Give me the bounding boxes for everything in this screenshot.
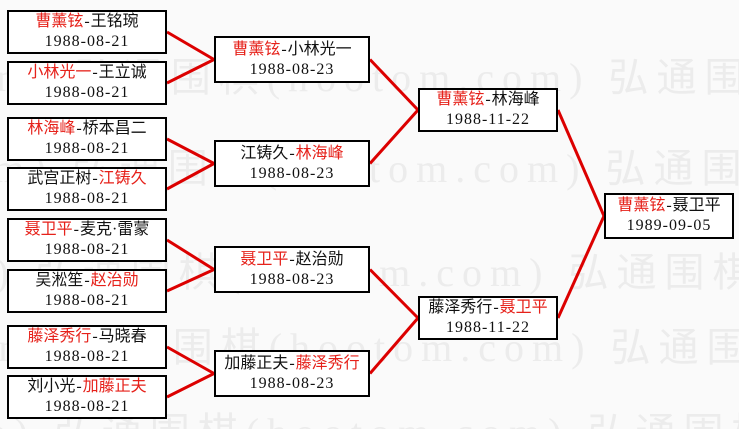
match-players: 曹薰铉-林海峰 <box>436 90 539 110</box>
watermark-text: 弘通围棋(hootom.com) 弘通围棋(hootom.com) 弘通围棋(h… <box>0 400 739 429</box>
match-box-semifinal-1: 曹薰铉-林海峰 1988-11-22 <box>418 88 558 132</box>
player2-name: 江铸久 <box>98 170 147 187</box>
match-box-round1-7: 藤泽秀行-马晓春 1988-08-21 <box>7 325 167 369</box>
player2-name: 马晓春 <box>98 328 147 345</box>
name-separator: - <box>289 250 295 268</box>
player2-name: 小林光一 <box>287 40 352 58</box>
match-box-round1-3: 林海峰-桥本昌二 1988-08-21 <box>7 117 167 161</box>
match-date: 1988-08-21 <box>44 84 130 101</box>
player2-name: 赵治勋 <box>295 250 344 268</box>
match-box-round2-3: 聂卫平-赵治勋 1988-08-23 <box>214 246 370 293</box>
match-players: 曹薰铉-小林光一 <box>232 40 351 60</box>
match-date: 1988-08-21 <box>44 241 130 258</box>
name-separator: - <box>76 378 82 395</box>
match-box-round2-1: 曹薰铉-小林光一 1988-08-23 <box>214 36 370 83</box>
match-players: 加藤正夫-藤泽秀行 <box>224 354 359 374</box>
player2-name: 加藤正夫 <box>82 378 147 395</box>
player2-name: 桥本昌二 <box>82 120 147 137</box>
name-separator: - <box>289 144 295 162</box>
name-separator: - <box>666 197 672 214</box>
player1-name: 曹薰铉 <box>35 13 84 30</box>
match-date: 1988-11-22 <box>445 111 531 128</box>
player2-name: 林海峰 <box>491 91 540 108</box>
player2-name: 王立诚 <box>98 64 147 81</box>
player1-name: 江铸久 <box>240 144 289 162</box>
match-box-round1-4: 武宫正树-江铸久 1988-08-21 <box>7 167 167 211</box>
match-date: 1988-08-21 <box>44 348 130 365</box>
match-box-round1-2: 小林光一-王立诚 1988-08-21 <box>7 61 167 105</box>
player1-name: 吴淞笙 <box>35 272 84 289</box>
name-separator: - <box>485 91 491 108</box>
player2-name: 王铭琬 <box>90 13 139 30</box>
match-players: 聂卫平-麦克·雷蒙 <box>25 220 150 240</box>
player2-name: 麦克·雷蒙 <box>80 221 150 238</box>
name-separator: - <box>281 40 287 58</box>
player1-name: 聂卫平 <box>24 221 73 238</box>
player1-name: 加藤正夫 <box>224 354 289 372</box>
match-box-round2-2: 江铸久-林海峰 1988-08-23 <box>214 140 370 187</box>
player2-name: 藤泽秀行 <box>295 354 360 372</box>
match-box-round1-8: 刘小光-加藤正夫 1988-08-21 <box>7 375 167 419</box>
match-box-round1-5: 聂卫平-麦克·雷蒙 1988-08-21 <box>7 218 167 262</box>
player1-name: 聂卫平 <box>240 250 289 268</box>
match-players: 藤泽秀行-马晓春 <box>27 327 146 347</box>
player1-name: 林海峰 <box>27 120 76 137</box>
match-box-round2-4: 加藤正夫-藤泽秀行 1988-08-23 <box>214 350 370 397</box>
match-players: 藤泽秀行-聂卫平 <box>428 298 547 318</box>
player1-name: 曹薰铉 <box>617 197 666 214</box>
match-box-semifinal-2: 藤泽秀行-聂卫平 1988-11-22 <box>418 296 558 340</box>
match-box-final: 曹薰铉-聂卫平 1989-09-05 <box>604 193 734 239</box>
player1-name: 藤泽秀行 <box>27 328 92 345</box>
name-separator: - <box>84 272 90 289</box>
match-date: 1988-08-23 <box>249 60 335 78</box>
player1-name: 曹薰铉 <box>232 40 281 58</box>
player2-name: 赵治勋 <box>90 272 139 289</box>
player2-name: 聂卫平 <box>672 197 721 214</box>
name-separator: - <box>493 299 499 316</box>
name-separator: - <box>76 120 82 137</box>
match-date: 1988-08-23 <box>249 270 335 288</box>
name-separator: - <box>84 13 90 30</box>
name-separator: - <box>92 170 98 187</box>
match-date: 1988-08-21 <box>44 190 130 207</box>
player1-name: 小林光一 <box>27 64 92 81</box>
player2-name: 林海峰 <box>295 144 344 162</box>
player1-name: 藤泽秀行 <box>428 299 493 316</box>
match-players: 吴淞笙-赵治勋 <box>35 271 138 291</box>
player2-name: 聂卫平 <box>499 299 548 316</box>
match-box-round1-6: 吴淞笙-赵治勋 1988-08-21 <box>7 269 167 313</box>
match-date: 1988-08-21 <box>44 398 130 415</box>
player1-name: 武宫正树 <box>27 170 92 187</box>
match-date: 1988-11-22 <box>445 319 531 336</box>
match-players: 江铸久-林海峰 <box>240 144 343 164</box>
match-players: 曹薰铉-聂卫平 <box>617 196 720 216</box>
name-separator: - <box>289 354 295 372</box>
player1-name: 曹薰铉 <box>436 91 485 108</box>
name-separator: - <box>73 221 79 238</box>
match-players: 聂卫平-赵治勋 <box>240 250 343 270</box>
match-players: 曹薰铉-王铭琬 <box>35 12 138 32</box>
match-players: 武宫正树-江铸久 <box>27 169 146 189</box>
match-date: 1988-08-23 <box>249 164 335 182</box>
match-players: 刘小光-加藤正夫 <box>27 377 146 397</box>
match-players: 小林光一-王立诚 <box>27 63 146 83</box>
match-date: 1989-09-05 <box>626 217 712 234</box>
match-date: 1988-08-21 <box>44 33 130 50</box>
name-separator: - <box>92 64 98 81</box>
match-players: 林海峰-桥本昌二 <box>27 119 146 139</box>
name-separator: - <box>92 328 98 345</box>
match-date: 1988-08-21 <box>44 292 130 309</box>
player1-name: 刘小光 <box>27 378 76 395</box>
match-box-round1-1: 曹薰铉-王铭琬 1988-08-21 <box>7 10 167 54</box>
match-date: 1988-08-23 <box>249 374 335 392</box>
match-date: 1988-08-21 <box>44 140 130 157</box>
